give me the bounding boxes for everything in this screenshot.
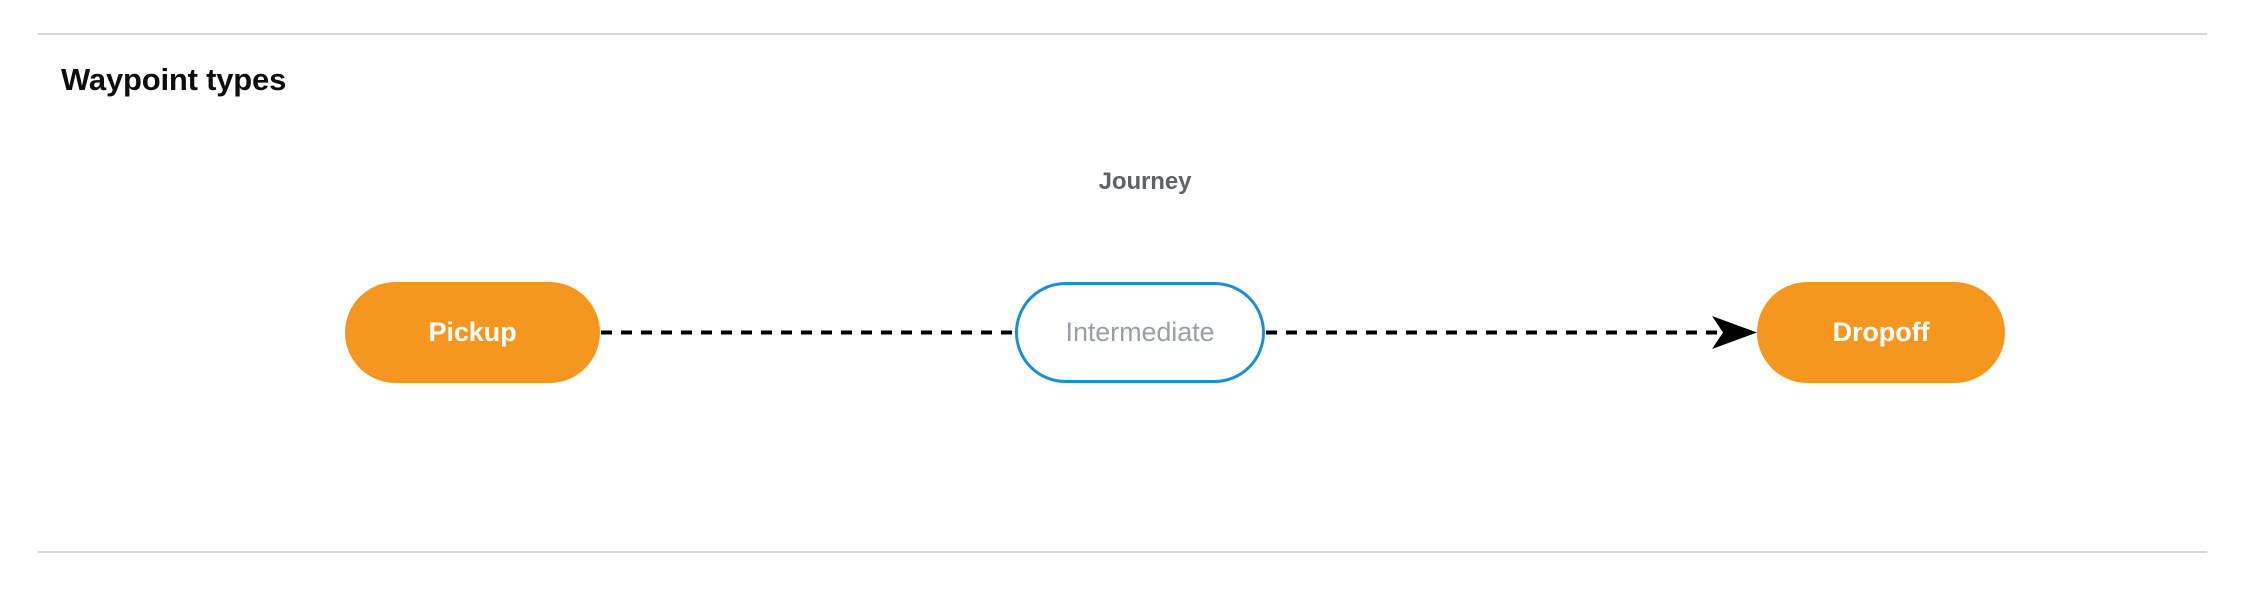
node-dropoff[interactable]: Dropoff [1757,282,2005,383]
node-pickup-label: Pickup [428,317,517,347]
node-intermediate-label: Intermediate [1065,317,1215,347]
node-intermediate[interactable]: Intermediate [1015,282,1265,383]
section-divider-top [38,33,2207,35]
diagram-caption: Journey [1098,168,1192,195]
section-divider-bottom [38,551,2207,553]
arrowhead-icon [1712,316,1757,349]
node-dropoff-label: Dropoff [1832,317,1930,347]
page-title: Waypoint types [61,62,287,97]
node-pickup[interactable]: Pickup [345,282,600,383]
